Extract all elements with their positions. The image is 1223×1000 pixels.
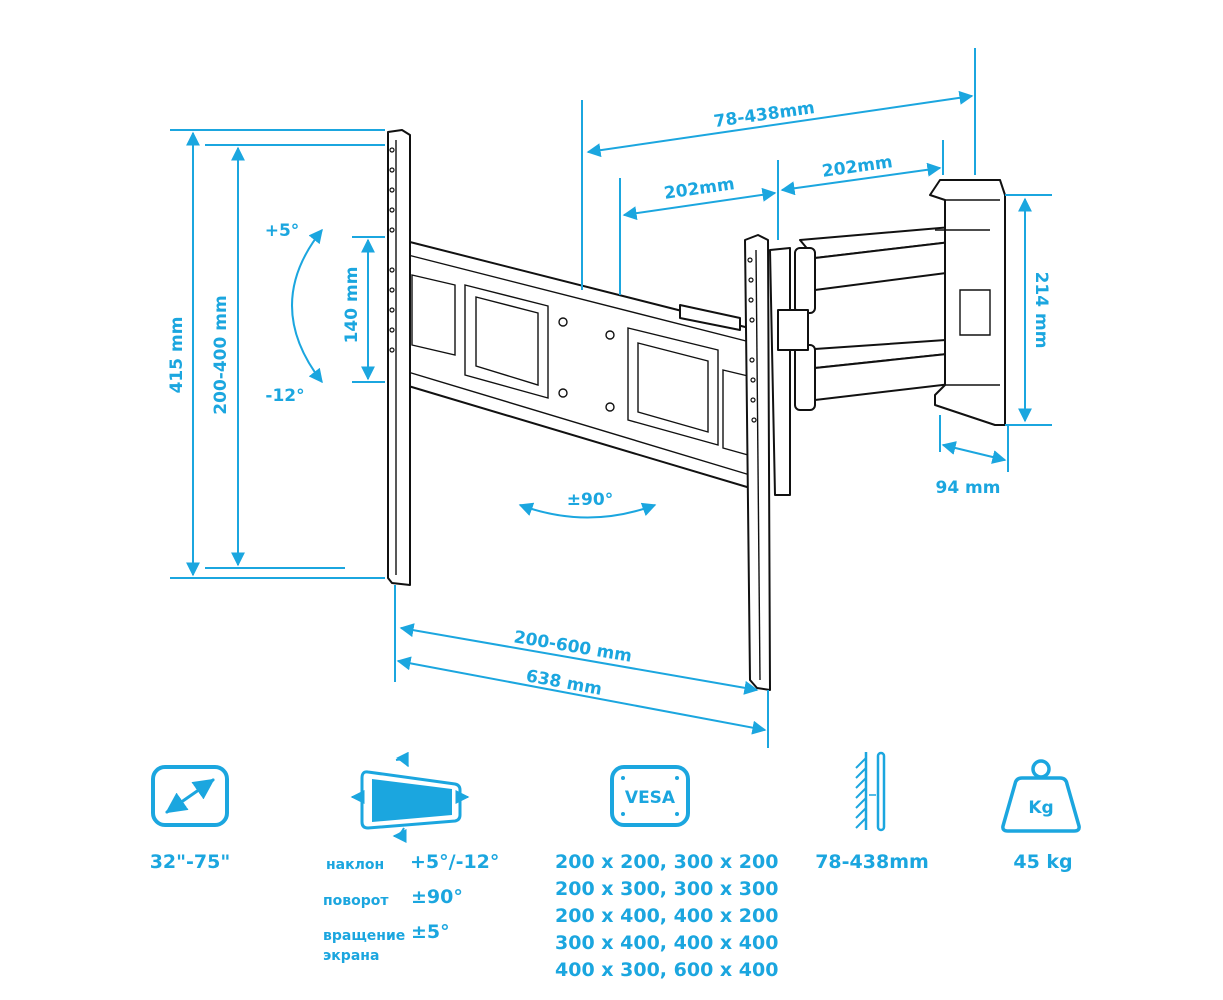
label-height-total: 415 mm bbox=[167, 317, 187, 394]
vesa-icon-text: VESA bbox=[625, 788, 676, 808]
vesa-pattern: 300 x 400, 400 x 400 bbox=[555, 932, 778, 954]
label-arm-segment-2: 202mm bbox=[821, 152, 894, 182]
weight-icon-text: Kg bbox=[1028, 798, 1053, 818]
label-vesa-horizontal: 200-600 mm bbox=[512, 627, 633, 666]
vesa-pattern: 400 x 300, 600 x 400 bbox=[555, 959, 778, 981]
tilt-label: наклон bbox=[326, 857, 384, 873]
swivel-label: поворот bbox=[323, 893, 389, 909]
rotation-value: ±5° bbox=[411, 921, 450, 943]
weight-icon: Kg bbox=[1001, 759, 1081, 833]
rotation-label-2: экрана bbox=[323, 948, 379, 964]
label-swivel: ±90° bbox=[567, 490, 613, 510]
max-load-value: 45 kg bbox=[1013, 851, 1072, 873]
label-wall-plate-height: 214 mm bbox=[1031, 272, 1051, 349]
swivel-value: ±90° bbox=[411, 886, 463, 908]
vesa-pattern: 200 x 200, 300 x 200 bbox=[555, 851, 778, 873]
screen-size-value: 32"-75" bbox=[150, 851, 231, 873]
wall-distance-icon bbox=[855, 751, 886, 832]
vesa-pattern: 200 x 300, 300 x 300 bbox=[555, 878, 778, 900]
vesa-pattern: 200 x 400, 400 x 200 bbox=[555, 905, 778, 927]
label-width-total: 638 mm bbox=[524, 666, 603, 700]
tilt-swivel-icon bbox=[350, 751, 470, 843]
vesa-icon: VESA bbox=[610, 765, 690, 827]
screen-size-icon bbox=[151, 765, 229, 827]
tilt-value: +5°/-12° bbox=[410, 851, 499, 873]
dimension-lines bbox=[170, 48, 1052, 748]
mount-crossbar bbox=[401, 239, 758, 491]
label-wall-plate-width: 94 mm bbox=[935, 478, 1000, 498]
rotation-label-1: вращение bbox=[323, 928, 405, 944]
label-slot-height: 140 mm bbox=[342, 267, 362, 344]
left-vertical-rail bbox=[387, 129, 411, 586]
label-tilt-down: -12° bbox=[265, 386, 304, 406]
label-vesa-vertical: 200-400 mm bbox=[211, 295, 231, 414]
vesa-pattern-list: 200 x 200, 300 x 200 200 x 300, 300 x 30… bbox=[555, 851, 778, 981]
wall-bracket bbox=[929, 179, 1006, 426]
wall-distance-value: 78-438mm bbox=[815, 851, 929, 873]
label-tilt-up: +5° bbox=[265, 221, 300, 241]
tv-mount-drawing bbox=[387, 129, 1006, 691]
